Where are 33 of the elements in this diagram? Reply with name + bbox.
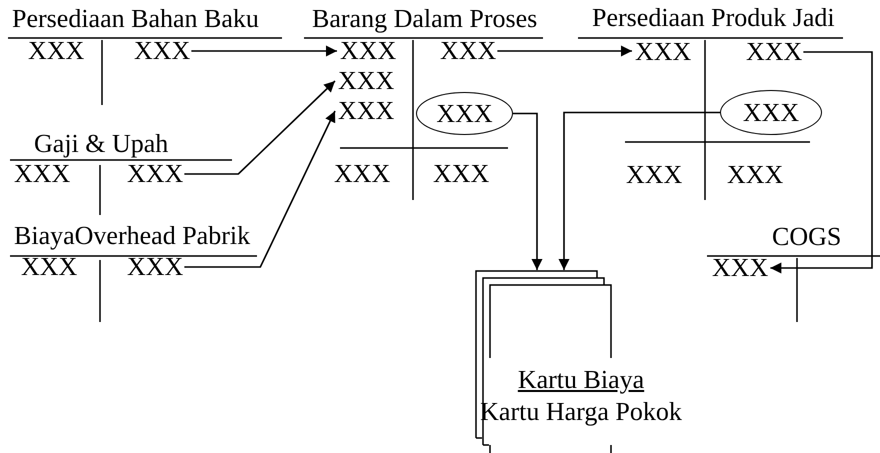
account-title: BiayaOverhead Pabrik: [14, 223, 250, 249]
amount-entry: XXX: [338, 68, 394, 94]
arrow: [513, 112, 542, 270]
arrow: [770, 51, 873, 274]
card-title: Kartu Biaya: [518, 367, 644, 393]
amount-entry: XXX: [433, 161, 490, 187]
account-title: Gaji & Upah: [34, 131, 168, 157]
amount-entry: XXX: [626, 162, 682, 188]
amount-entry: XXX: [134, 38, 190, 64]
amount-entry: XXX: [334, 161, 390, 187]
arrow: [184, 110, 336, 268]
arrow: [184, 80, 336, 175]
account-title: COGS: [772, 224, 842, 250]
amount-entry: XXX: [727, 162, 784, 188]
amount-entry: XXX: [127, 254, 184, 280]
amount-entry: XXX: [338, 98, 394, 124]
account-title: Barang Dalam Proses: [312, 6, 538, 32]
arrow: [558, 112, 720, 270]
amount-entry: XXX: [127, 161, 184, 187]
account-title: Persediaan Produk Jadi: [592, 5, 835, 31]
circled-amount: XXX: [416, 92, 513, 135]
amount-entry: XXX: [14, 161, 70, 187]
account-title: Persediaan Bahan Baku: [12, 6, 259, 32]
amount-entry: XXX: [340, 38, 396, 64]
circled-amount: XXX: [720, 90, 822, 135]
amount-entry: XXX: [21, 254, 78, 280]
amount-entry: XXX: [746, 39, 802, 65]
amount-entry: XXX: [712, 255, 768, 281]
arrow: [497, 46, 632, 56]
arrow: [191, 46, 337, 56]
amount-entry: XXX: [635, 39, 692, 65]
amount-entry: XXX: [440, 38, 496, 64]
amount-entry: XXX: [28, 38, 84, 64]
